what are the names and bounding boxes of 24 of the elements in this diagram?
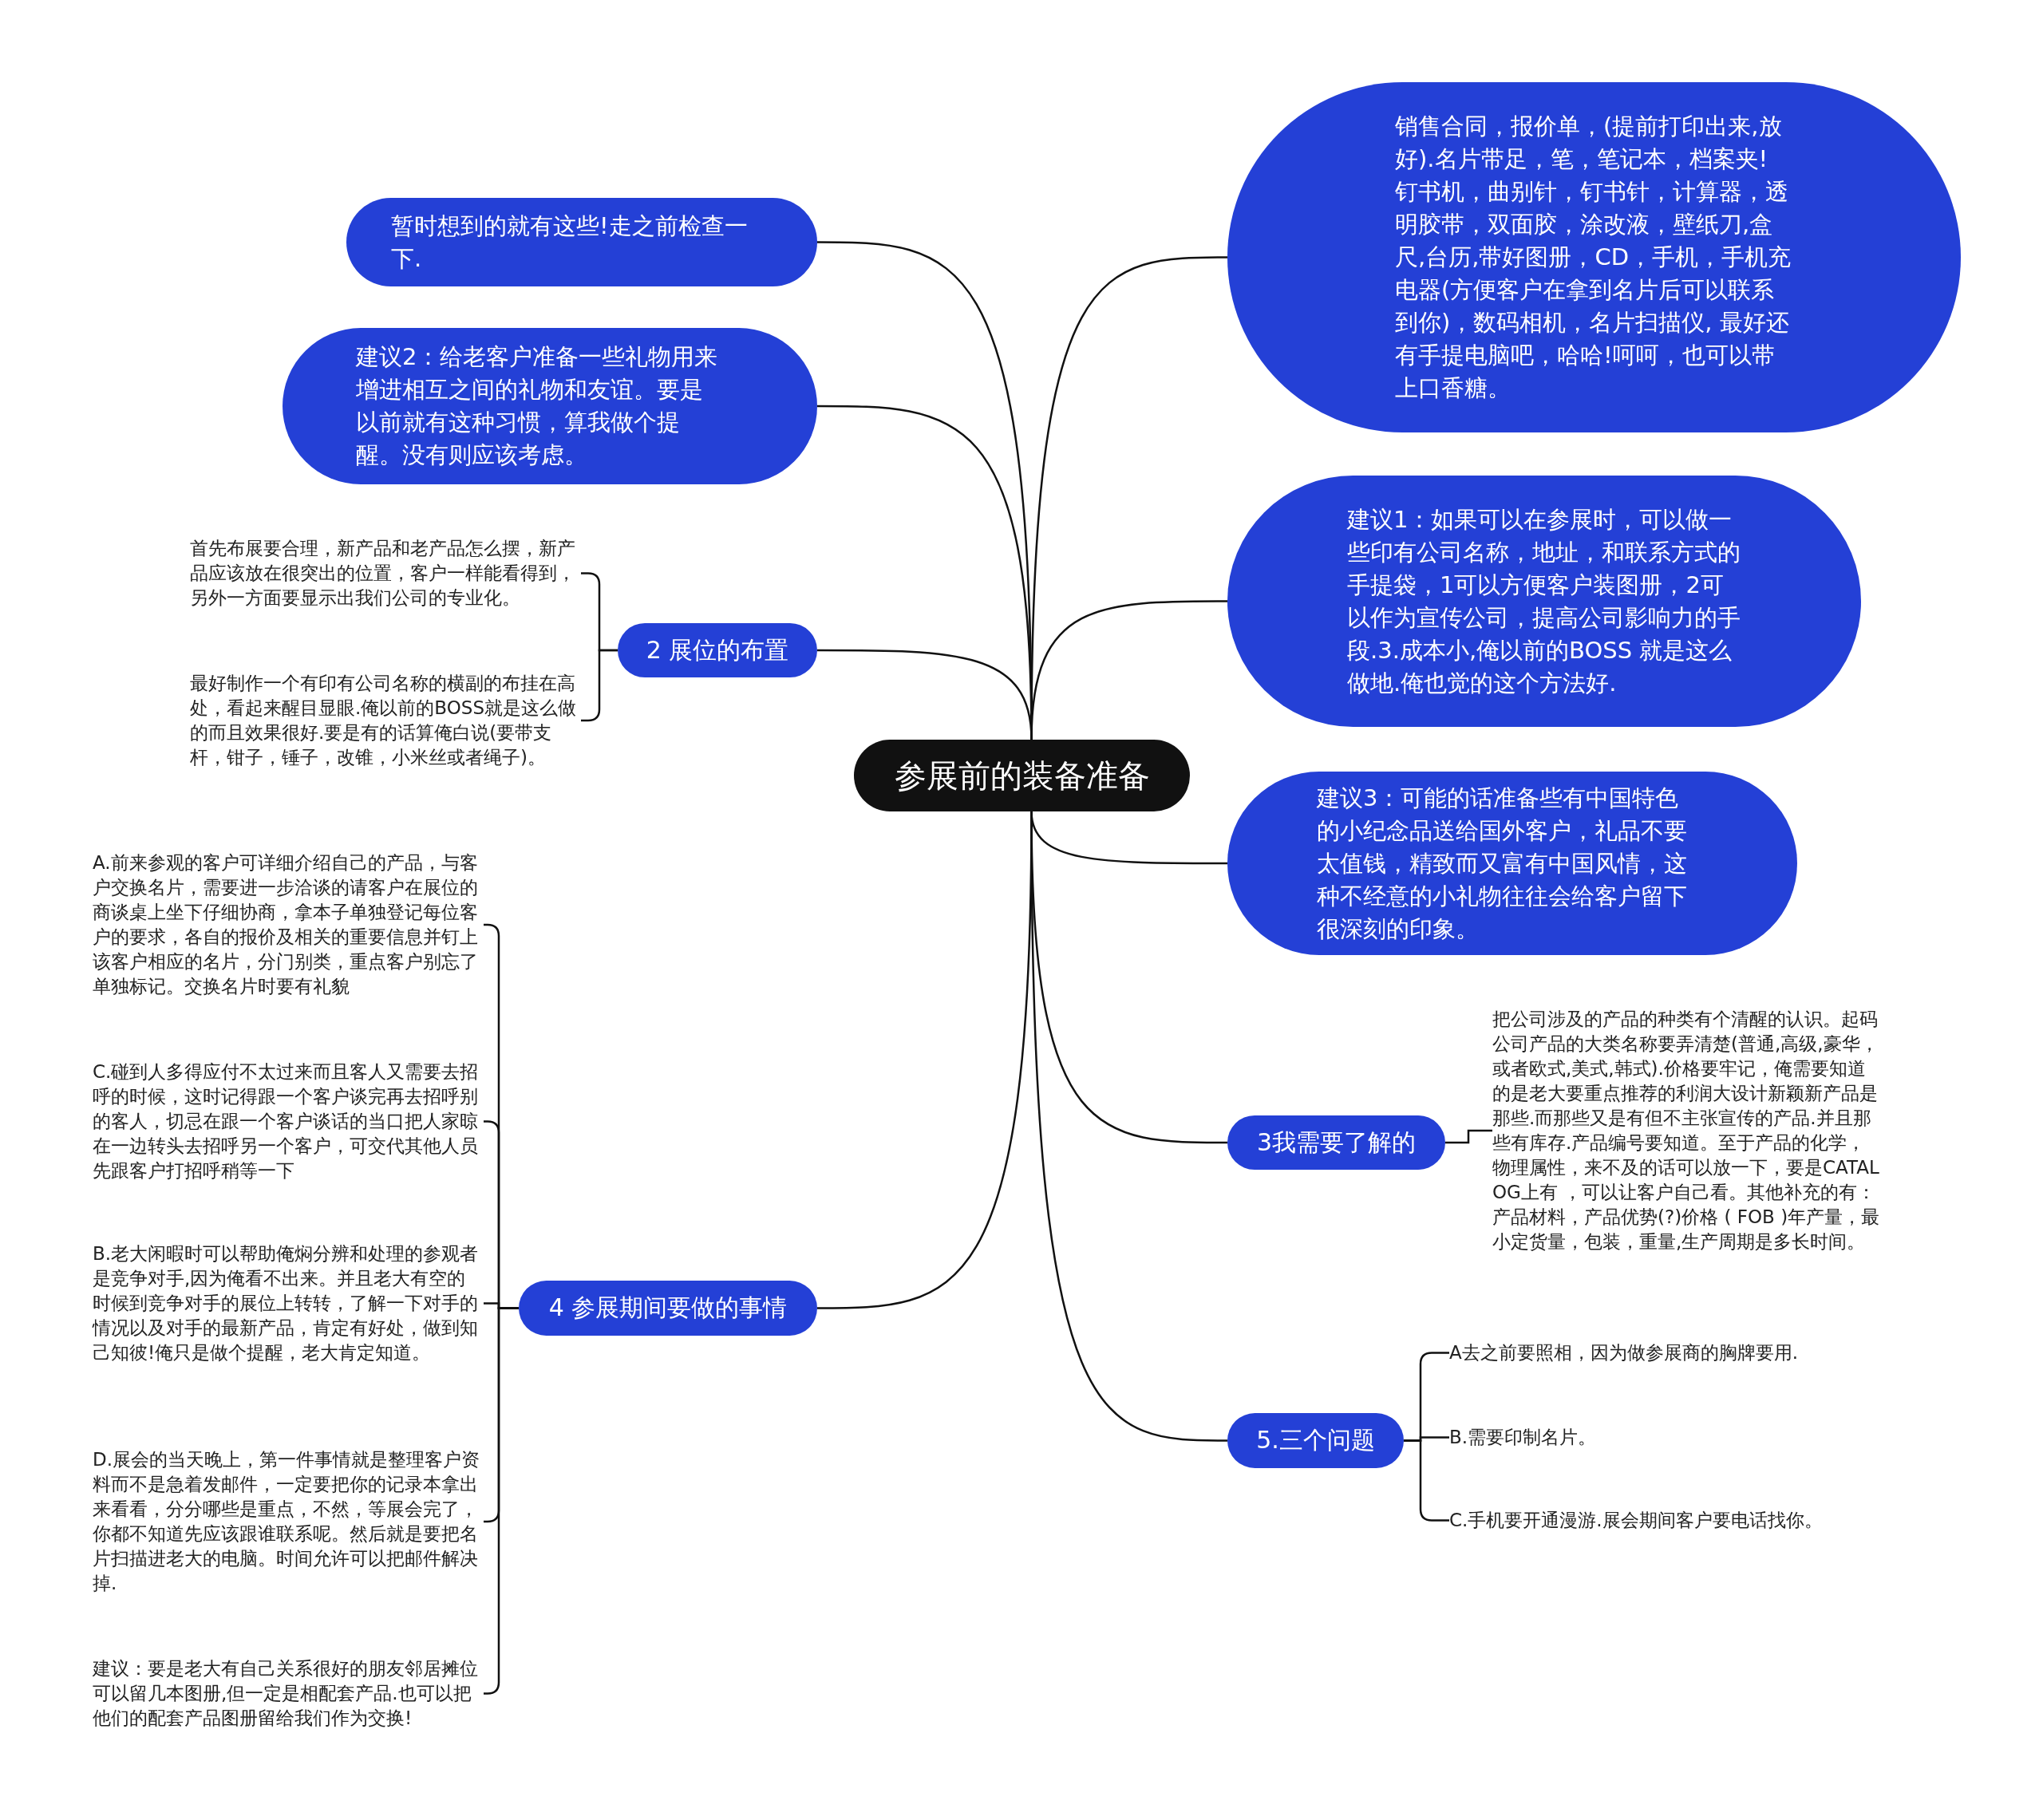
note-text: 建议：要是老大有自己关系很好的朋友邻居摊位可以留几本图册,但一定是相配套产品.也可以把他们的配套产品图册留给我们作为交换!: [93, 1656, 484, 1731]
note-text: B.需要印制名片。: [1449, 1425, 1832, 1450]
topic-text: 建议3：可能的话准备些有中国特色的小纪念品送给国外客户，礼品不要太值钱，精致而又富有中国风情，这种不经意的小礼物往往会给客户留下很深刻的印象。: [1317, 783, 1688, 944]
connector-line: [817, 649, 1033, 740]
topic-text: 暂时想到的就有这些!走之前检查一下.: [391, 211, 749, 274]
topic-text: 建议1：如果可以在参展时，可以做一些印有公司名称，地址，和联系方式的手提袋，1可以方便客户装图册，2可以作为宣传公司，提高公司影响力的手段.3.成本小,俺以前的BOSS 就是这么做地.俺也觉的这个方法好.: [1347, 504, 1741, 698]
connector-line: [1445, 1129, 1492, 1144]
note-text: C.碰到人多得应付不太过来而且客人又需要去招呼的时候，这时记得跟一个客户谈完再去招呼别的客人，切忌在跟一个客户谈话的当口把人家晾在一边转头去招呼另一个客户，可交代其他人员先跟客户打招呼稍等一下: [93, 1060, 484, 1183]
note-text: 首先布展要合理，新产品和老产品怎么摆，新产品应该放在很突出的位置，客户一样能看得到，另外一方面要显示出我们公司的专业化。: [190, 536, 581, 610]
topic-text: 5.三个问题: [1256, 1425, 1375, 1455]
note-text: B.老大闲暇时可以帮助俺焖分辨和处理的参观者是竞争对手,因为俺看不出来。并且老大有空的时候到竞争对手的展位上转转，了解一下对手的情况以及对手的最新产品，肯定有好处，做到知己知彼!俺只是做个提醒，老大肯定知道。: [93, 1242, 484, 1365]
connector-line: [1404, 1439, 1449, 1522]
topic-text: 2 展位的布置: [646, 634, 789, 665]
topic-text: 4 参展期间要做的事情: [548, 1293, 788, 1323]
topic-text: 销售合同，报价单，(提前打印出来,放好).名片带足，笔，笔记本，档案夹! 钉书机，曲别针，钉书针，计算器，透明胶带，双面胶，涂改液，壁纸刀,盒尺,台历,带好图册，CD，手机，手机充电器(方便客户在拿到名片后可以联系到你)，数码相机，名片扫描仪, 最好还有手提电脑吧，哈哈!呵呵，也可以带上口香糖。: [1395, 112, 1792, 403]
note-text: C.手机要开通漫游.展会期间客户要电话找你。: [1449, 1508, 1832, 1533]
note-text: A去之前要照相，因为做参展商的胸牌要用.: [1449, 1340, 1832, 1365]
note-text: 最好制作一个有印有公司名称的横副的布挂在高处，看起来醒目显眼.俺以前的BOSS就是这么做的而且效果很好.要是有的话算俺白说(要带支杆，钳子，锤子，改锥，小米丝或者绳子)。: [190, 671, 581, 770]
topic-text: 3我需要了解的: [1256, 1127, 1417, 1158]
topic-text: 参展前的装备准备: [894, 756, 1150, 796]
note-text: A.前来参观的客户可详细介绍自己的产品，与客户交换名片，需要进一步洽谈的请客户在展位的商谈桌上坐下仔细协商，拿本子单独登记每位客户的要求，各自的报价及相关的重要信息并钉上该客户相应的名片，分门别类，重点客户别忘了单独标记。交换名片时要有礼貌: [93, 851, 484, 999]
note-text: 把公司涉及的产品的种类有个清醒的认识。起码公司产品的大类名称要弄清楚(普通,高级,豪华，或者欧式,美式,韩式).价格要牢记，俺需要知道的是老大要重点推荐的利润大设计新颖新产品是那些.而那些又是有但不主张宣传的产品.并且那些有库存.产品编号要知道。至于产品的化学，物理属性，来不及的话可以放一下，要是CATALOG上有 ，可以让客户自己看。其他补充的有：产品材料，产品优势(?)价格 ( FOB )年产量，最小定货量，包装，重量,生产周期是多长时间。: [1492, 1007, 1883, 1254]
topic-text: 建议2：给老客户准备一些礼物用来增进相互之间的礼物和友谊。要是以前就有这种习惯，算我做个提醒。没有则应该考虑。: [356, 342, 719, 470]
note-text: D.展会的当天晚上，第一件事情就是整理客户资料而不是急着发邮件，一定要把你的记录本拿出来看看，分分哪些是重点，不然，等展会完了，你都不知道先应该跟谁联系呢。然后就是要把名片扫描进老大的电脑。时间允许可以把邮件解决掉.: [93, 1447, 484, 1596]
